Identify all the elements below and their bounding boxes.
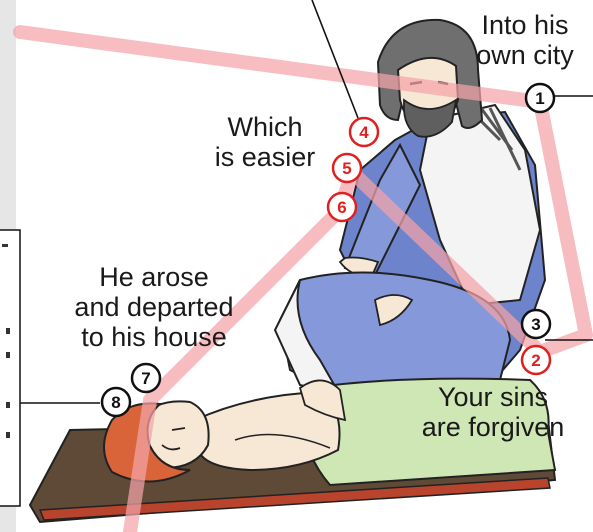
marker-5: 5 [333, 154, 361, 182]
marker-3: 3 [522, 310, 550, 338]
marker-number: 2 [531, 351, 540, 370]
label-line: He arose [48, 262, 260, 292]
marker-number: 3 [531, 315, 540, 334]
label-line: Into his [462, 10, 588, 40]
marker-number: 6 [337, 198, 346, 217]
left-bordered-box [0, 230, 20, 506]
label-line: and departed [48, 292, 260, 322]
marker-1: 1 [526, 84, 554, 112]
marker-number: 5 [342, 159, 351, 178]
box-text-fragment [6, 352, 10, 358]
label-which-is-easier: Which is easier [196, 112, 334, 172]
box-text-fragment [2, 244, 8, 247]
marker-number: 1 [535, 89, 544, 108]
marker-8: 8 [102, 388, 130, 416]
label-your-sins-are-forgiven: Your sins are forgiven [400, 382, 586, 442]
marker-7: 7 [132, 364, 160, 392]
marker-2: 2 [522, 346, 550, 374]
label-line: are forgiven [400, 412, 586, 442]
label-line: is easier [196, 142, 334, 172]
label-he-arose: He arose and departed to his house [48, 262, 260, 352]
marker-number: 4 [359, 123, 369, 142]
label-line: Your sins [400, 382, 586, 412]
label-line: Which [196, 112, 334, 142]
box-text-fragment [6, 402, 10, 408]
marker-number: 7 [141, 369, 150, 388]
box-text-fragment [6, 432, 10, 438]
marker-4: 4 [350, 118, 378, 146]
marker-6: 6 [328, 193, 356, 221]
label-line: own city [462, 40, 588, 70]
marker-number: 8 [111, 393, 120, 412]
box-text-fragment [6, 328, 10, 334]
label-line: to his house [48, 322, 260, 352]
label-into-his-own-city: Into his own city [462, 10, 588, 70]
leader-line-4 [312, 0, 358, 118]
